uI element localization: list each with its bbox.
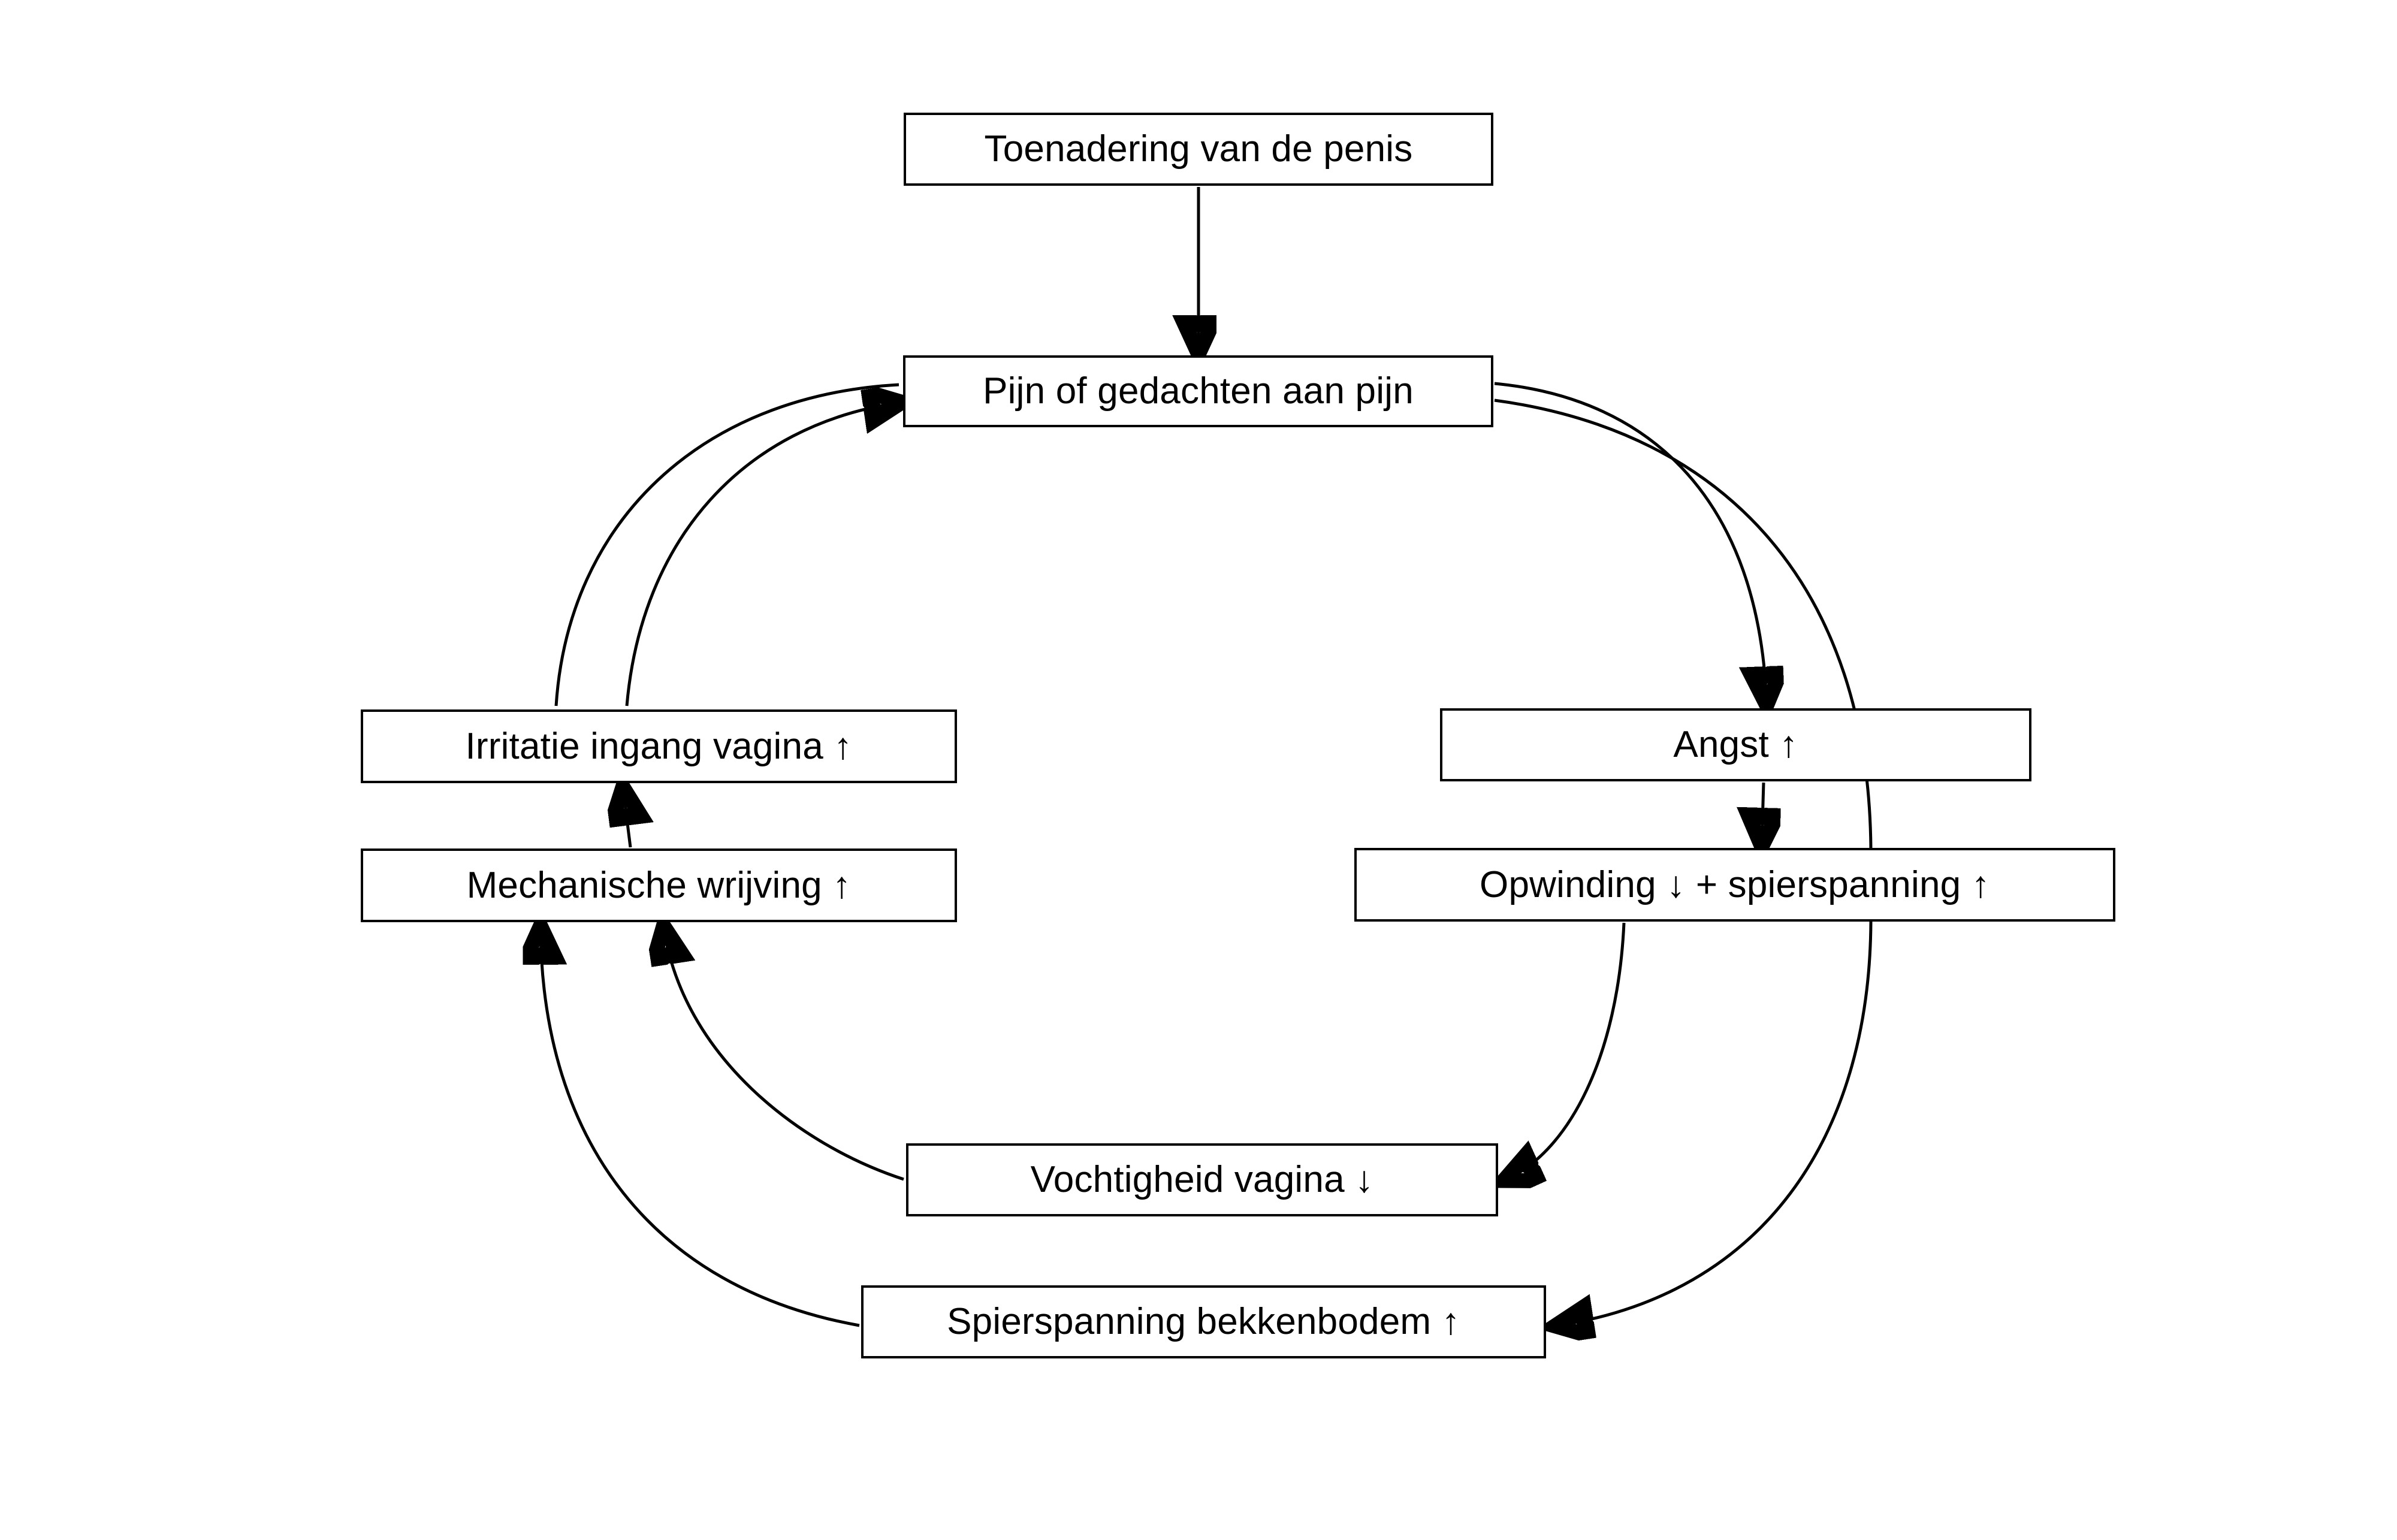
edge-pijn-to-angst	[1494, 382, 1767, 702]
node-label-irritatie: Irritatie ingang vagina ↑	[465, 725, 853, 767]
edge-pijn-to-bekkenbodem-lower	[1558, 921, 1873, 1325]
node-label-toenadering: Toenadering van de penis	[984, 128, 1413, 170]
edge-angst-to-opwinding	[1762, 782, 1764, 844]
edge-wrijving-to-irritatie	[623, 790, 630, 848]
edge-bekkenbodem-to-wrijving	[541, 929, 860, 1327]
node-wrijving[interactable]: Mechanische wrijving ↑	[361, 848, 957, 922]
node-pijn[interactable]: Pijn of gedachten aan pijn	[903, 355, 1493, 427]
node-irritatie[interactable]: Irritatie ingang vagina ↑	[361, 709, 957, 783]
edge-irritatie-to-pijn-inner	[625, 403, 899, 706]
node-bekkenbodem[interactable]: Spierspanning bekkenbodem ↑	[861, 1285, 1546, 1358]
node-label-opwinding: Opwinding ↓ + spierspanning ↑	[1480, 863, 1990, 905]
node-opwinding[interactable]: Opwinding ↓ + spierspanning ↑	[1354, 848, 2115, 922]
edge-opwinding-to-vochtigheid	[1507, 922, 1626, 1179]
node-label-wrijving: Mechanische wrijving ↑	[466, 864, 852, 906]
node-label-vochtigheid: Vochtigheid vagina ↓	[1030, 1159, 1374, 1200]
edge-irritatie-to-pijn-outer	[554, 383, 899, 706]
node-vochtigheid[interactable]: Vochtigheid vagina ↓	[906, 1143, 1498, 1216]
node-toenadering[interactable]: Toenadering van de penis	[904, 113, 1493, 186]
edge-vochtigheid-to-wrijving	[664, 929, 904, 1181]
node-label-pijn: Pijn of gedachten aan pijn	[983, 370, 1414, 412]
node-angst[interactable]: Angst ↑	[1440, 708, 2031, 781]
node-label-angst: Angst ↑	[1673, 724, 1798, 765]
node-label-bekkenbodem: Spierspanning bekkenbodem ↑	[947, 1301, 1460, 1342]
